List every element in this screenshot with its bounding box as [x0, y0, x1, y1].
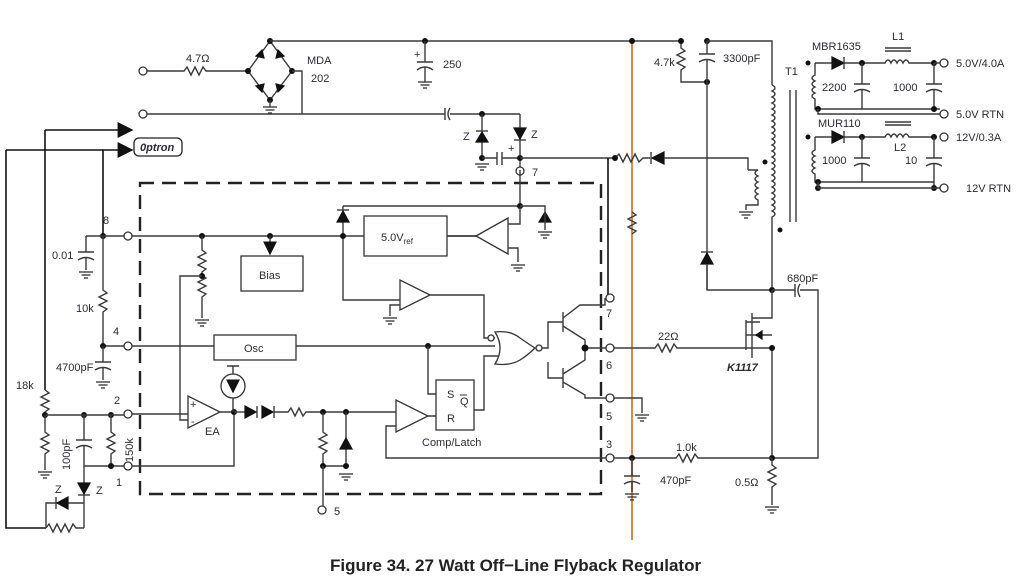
power-stage — [745, 283, 819, 514]
optron-label: 0ptron — [140, 142, 175, 154]
vref-label: 5.0Vref — [381, 232, 414, 246]
input-resistor — [147, 65, 248, 77]
zener-1: Z — [463, 114, 490, 171]
snubber-resistor-label: 4.7k — [654, 57, 675, 69]
pin-5-label: 5 — [606, 411, 612, 423]
bulk-capacitor: + — [414, 41, 434, 89]
svg-text:Z: Z — [531, 129, 538, 141]
bridge-label-1: MDA — [307, 55, 332, 67]
cap-5v-b-label: 1000 — [893, 82, 917, 94]
secondary-5v — [805, 47, 949, 119]
bridge-rectifier — [245, 38, 295, 114]
snubber-capacitor-label: 3300pF — [723, 53, 761, 65]
input-section: 4.7Ω MDA 202 + 250 — [138, 38, 681, 179]
cap-ct-label: 4700pF — [56, 362, 94, 374]
bias-label: Bias — [259, 270, 281, 282]
pin-5-bottom-label: 5 — [334, 506, 340, 518]
svg-text:+: + — [508, 143, 514, 155]
nor-gate — [493, 330, 537, 366]
svg-text:Z: Z — [463, 131, 470, 143]
zener-bias-resistor — [45, 522, 84, 534]
output-5v-label: 5.0V/4.0A — [956, 58, 1005, 70]
gate-resistor-label: 22Ω — [658, 331, 678, 343]
ac-input-terminal-1 — [138, 66, 148, 76]
drain-cap-label: 680pF — [787, 273, 818, 285]
gate-resistor — [614, 342, 746, 354]
latch-q-label: Q — [460, 396, 469, 408]
svg-text:Z: Z — [96, 485, 103, 497]
sense-resistor-label: 0.5Ω — [735, 477, 759, 489]
pin-4-label: 4 — [113, 326, 119, 338]
inductor-l2-label: L2 — [894, 142, 906, 154]
current-comparator — [395, 398, 430, 434]
output-12v-return-label: 12V RTN — [966, 183, 1011, 195]
cap-12v-a-label: 1000 — [822, 155, 846, 167]
pin-3-label: 3 — [606, 439, 612, 451]
comp-latch-label: Comp/Latch — [422, 437, 481, 449]
sense-filter-resistor — [614, 452, 772, 464]
rectifier-12v-label: MUR110 — [818, 118, 861, 130]
rectifier-5v-label: MBR1635 — [812, 41, 861, 53]
vcc-comparator — [399, 278, 432, 312]
inductor-l1-label: L1 — [892, 31, 904, 43]
optron-block — [133, 137, 183, 157]
oscillator-block — [213, 334, 297, 361]
output-5v-return-label: 5.0V RTN — [956, 109, 1004, 121]
transformer — [738, 84, 797, 293]
ic-boundary — [138, 181, 603, 496]
mosfet-label: K1117 — [727, 362, 759, 374]
error-amplifier — [187, 394, 222, 430]
sense-filter-res-label: 1.0k — [676, 442, 697, 454]
transformer-label: T1 — [785, 66, 798, 78]
output-12v-label: 12V/0.3A — [956, 132, 1002, 144]
latch-s-label: S — [447, 389, 454, 401]
pin-8-label: 8 — [103, 215, 109, 227]
pin-7-label: 7 — [606, 308, 612, 320]
figure-caption: Figure 34. 27 Watt Off−Line Flyback Regu… — [330, 556, 701, 575]
cap-vcc-label: 0.01 — [52, 250, 73, 262]
vcc-capacitor — [482, 152, 520, 165]
pin-1-label: 1 — [116, 477, 122, 489]
vref-block — [363, 215, 448, 257]
latch-r-label: R — [447, 413, 455, 425]
resistor-rt-label: 10k — [76, 303, 94, 315]
pin-6-label: 6 — [606, 360, 612, 372]
svg-text:-: - — [191, 416, 195, 428]
sense-divider-resistor — [626, 211, 638, 235]
bulk-capacitor-label: 250 — [443, 59, 461, 71]
svg-text:Z: Z — [55, 484, 62, 496]
zener-2: Z — [512, 114, 538, 176]
latch-block — [435, 379, 475, 431]
secondary-12v — [805, 121, 949, 193]
uvlo-comparator — [474, 216, 509, 256]
bridge-label-2: 202 — [311, 73, 329, 85]
cap-12v-b-label: 10 — [905, 155, 917, 167]
bias-block — [240, 255, 304, 292]
aux-resistor — [614, 152, 650, 164]
sense-filter-cap-label: 470pF — [660, 475, 691, 487]
ac-input-terminal-2 — [138, 109, 148, 119]
pin-7-top: 7 — [532, 167, 538, 179]
resistor-fb-label: 150k — [124, 438, 136, 462]
pin-2-label: 2 — [114, 395, 120, 407]
svg-text:+: + — [414, 49, 420, 61]
cap-comp-label: 100pF — [61, 439, 73, 470]
cap-5v-a-label: 2200 — [822, 82, 846, 94]
osc-label: Osc — [244, 343, 264, 355]
svg-text:+: + — [190, 399, 196, 411]
resistor-divider-label: 18k — [16, 380, 34, 392]
input-resistor-label: 4.7Ω — [186, 53, 210, 65]
ea-label: EA — [205, 426, 220, 438]
snubber — [675, 38, 773, 291]
